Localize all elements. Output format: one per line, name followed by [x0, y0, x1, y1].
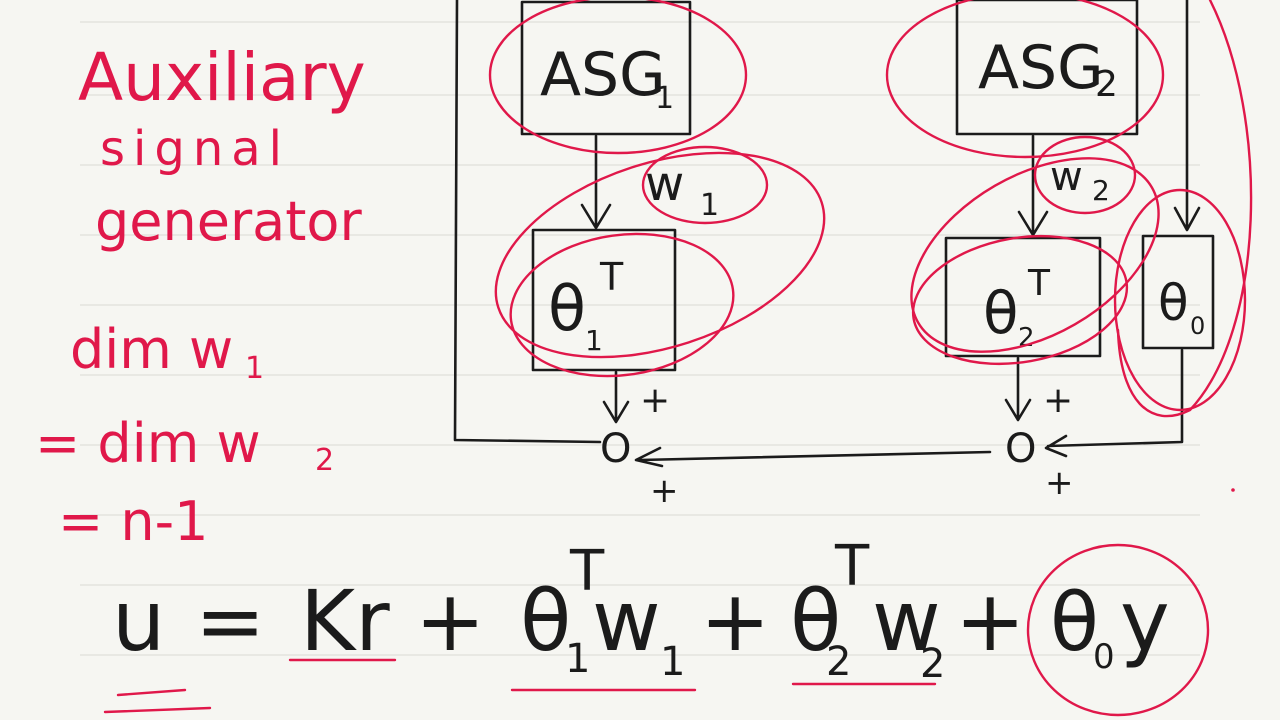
plus-sum2-bottom: +	[1045, 463, 1074, 503]
note-dim-w2-sub: 2	[315, 443, 334, 478]
circle-theta0	[1113, 188, 1247, 412]
eq-w1: w	[592, 572, 661, 670]
note-dim-w1-sub: 1	[245, 351, 264, 386]
eq-w1-sub: 1	[660, 639, 685, 685]
loop-w1-theta1	[494, 151, 826, 359]
feedback-line-left	[453, 0, 602, 444]
sum2-node: O	[1005, 426, 1036, 472]
arrow-y-to-theta0	[1173, 0, 1201, 232]
eq-w2: w	[872, 572, 941, 670]
note-signal: signal	[100, 121, 290, 177]
plus-sum1-top: +	[640, 380, 670, 421]
eq-theta1-sub: 1	[565, 636, 590, 682]
arrow-theta2-to-sum2	[1004, 356, 1032, 422]
theta1-sup: T	[599, 255, 624, 299]
note-dim-w1: dim w	[70, 318, 233, 381]
circle-theta1	[509, 232, 735, 378]
circle-theta2	[911, 234, 1129, 366]
red-annotations	[103, 0, 1253, 717]
theta2-symbol: θ	[983, 279, 1019, 347]
arrow-theta1-to-sum1	[602, 370, 630, 424]
asg1-label: ASG	[540, 40, 666, 110]
theta1-sub: 1	[585, 324, 603, 357]
w2-sub: 2	[1092, 174, 1110, 207]
asg1-box	[520, 0, 692, 136]
red-dot	[1231, 488, 1235, 492]
loop-y-feed	[1116, 0, 1253, 418]
eq-equals: =	[195, 572, 265, 670]
circle-theta0-y	[1026, 543, 1210, 717]
plus-sum2-top: +	[1043, 380, 1073, 421]
ruled-lines	[80, 21, 1200, 656]
circle-asg1	[488, 0, 748, 155]
theta1-symbol: θ	[548, 272, 586, 345]
side-notes: Auxiliary signal generator dim w 1 = dim…	[35, 39, 366, 553]
circle-asg2	[885, 0, 1165, 159]
w1-sub: 1	[700, 188, 719, 223]
eq-w2-sub: 2	[920, 641, 945, 687]
eq-plus-3: +	[955, 572, 1025, 670]
note-auxiliary: Auxiliary	[78, 39, 366, 116]
theta2-sup: T	[1027, 263, 1051, 304]
theta0-symbol: θ	[1158, 274, 1189, 332]
note-generator: generator	[95, 190, 362, 253]
sum1-node: O	[600, 426, 631, 472]
loop-w2-theta2	[910, 157, 1160, 353]
eq-theta0: θ	[1050, 576, 1099, 669]
control-law-equation: u = Kr + θ T 1 w 1 + θ T 2 w 2 + θ 0 y	[112, 534, 1170, 687]
eq-theta1: θ	[520, 572, 571, 670]
asg2-label: ASG	[978, 33, 1104, 103]
eq-theta2-sub: 2	[826, 639, 851, 685]
arrow-asg2-to-theta2	[1017, 134, 1049, 237]
eq-u: u	[112, 572, 165, 670]
asg1-sub: 1	[655, 81, 674, 116]
eq-theta2-T: T	[834, 534, 870, 599]
block-diagram: ASG 1 w 1 θ T 1 + O + ASG 2 w 2 θ T 2	[453, 0, 1215, 511]
eq-plus-1: +	[415, 572, 485, 670]
asg2-box	[955, 0, 1139, 136]
note-n-minus-1: = n-1	[58, 490, 208, 553]
double-underline-u	[103, 688, 212, 714]
theta0-box	[1141, 234, 1215, 350]
eq-theta2: θ	[790, 572, 841, 670]
eq-theta0-sub: 0	[1093, 637, 1115, 677]
circle-w1	[641, 145, 769, 225]
plus-sum1-bottom: +	[650, 471, 679, 511]
circle-w2	[1033, 135, 1137, 215]
asg2-sub: 2	[1095, 64, 1118, 105]
theta2-sub: 2	[1018, 323, 1035, 353]
theta1-box	[531, 228, 677, 372]
eq-kr: Kr	[300, 572, 390, 670]
note-dim-w2: = dim w	[35, 412, 261, 475]
eq-plus-2: +	[700, 572, 770, 670]
theta0-sub: 0	[1190, 312, 1205, 340]
eq-theta1-T: T	[569, 539, 605, 604]
line-sum2-to-sum1	[634, 446, 992, 468]
eq-y: y	[1120, 572, 1170, 670]
arrow-theta0-to-sum2	[1044, 348, 1184, 458]
